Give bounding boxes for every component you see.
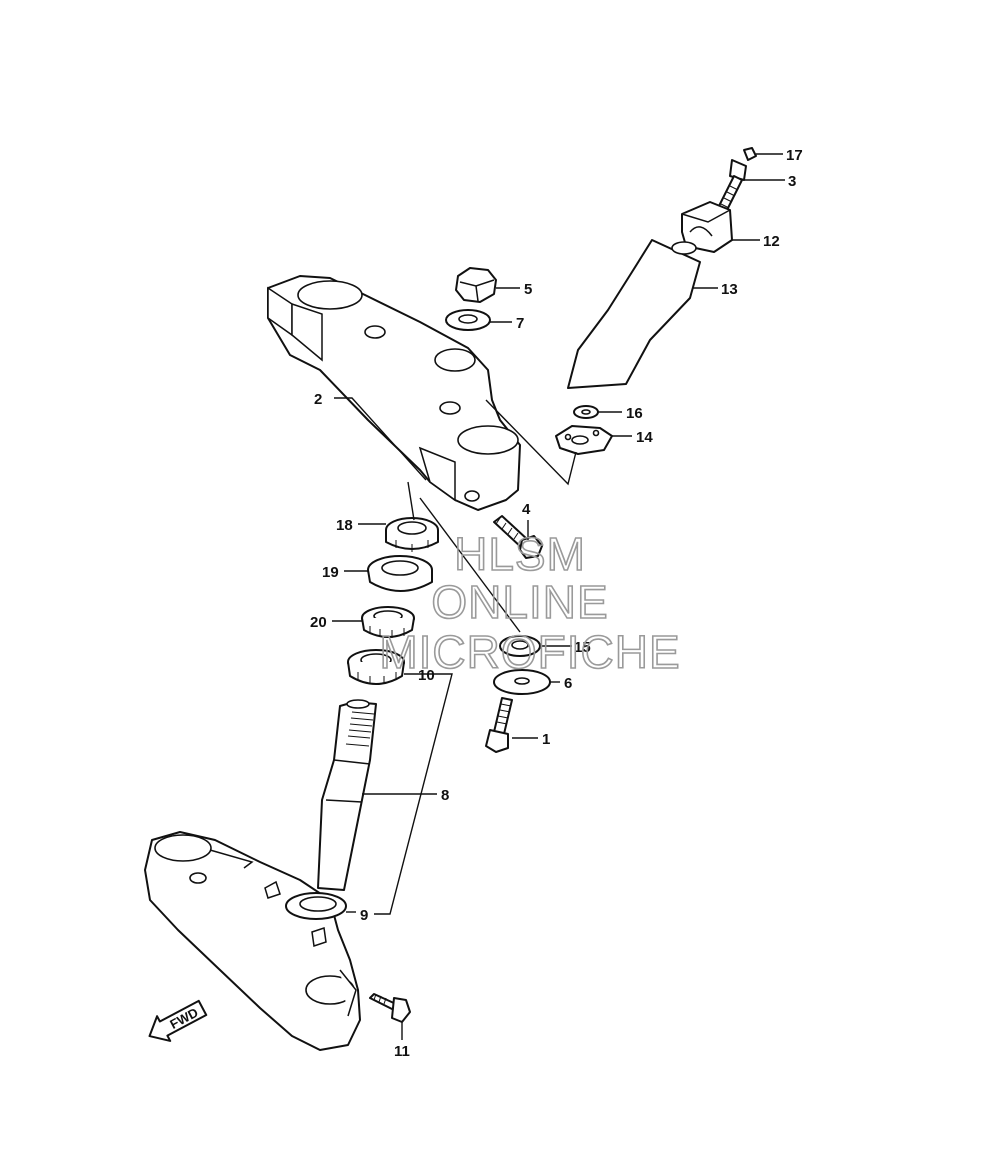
part-label-9: 9: [360, 907, 368, 924]
watermark-line-1: HLSM: [454, 528, 586, 580]
part-label-10: 10: [418, 667, 435, 684]
part-label-20: 20: [310, 614, 327, 631]
part-label-6: 6: [564, 675, 572, 692]
part-label-13: 13: [721, 281, 738, 298]
part-label-17: 17: [786, 147, 803, 164]
washer-7-drawing: [445, 309, 491, 331]
part-label-14: 14: [636, 429, 653, 446]
part-label-16: 16: [626, 405, 643, 422]
bearing-20-drawing: [361, 606, 415, 638]
handlebar-holder-drawing: [681, 201, 733, 253]
part-label-8: 8: [441, 787, 449, 804]
leader-lines: [332, 153, 785, 1040]
part-label-1: 1: [542, 731, 550, 748]
fwd-arrow-icon: FWD: [148, 999, 208, 1042]
washer-16-drawing: [573, 405, 599, 419]
part-label-18: 18: [336, 517, 353, 534]
part-label-11: 11: [394, 1043, 410, 1060]
part-label-4: 4: [522, 501, 531, 518]
part-label-19: 19: [322, 564, 339, 581]
dust-seal-9-drawing: [285, 892, 347, 920]
handlebar-drawing: [567, 239, 701, 389]
part-number-labels: 17 3 12 13 5 7 2 16 14 4 18 19 20 10 15 …: [310, 147, 803, 1060]
part-label-7: 7: [516, 315, 524, 332]
plate-14-drawing: [555, 425, 613, 455]
upper-bracket-drawing: [267, 275, 521, 511]
watermark-line-3: MICROFICHE: [379, 626, 680, 678]
part-label-5: 5: [524, 281, 532, 298]
bolt-11-drawing: [369, 993, 411, 1023]
part-label-12: 12: [763, 233, 780, 250]
dust-seal-19-drawing: [367, 555, 433, 592]
clip-17-drawing: [743, 147, 757, 161]
part-label-3: 3: [788, 173, 796, 190]
part-label-2: 2: [314, 391, 322, 408]
steering-stem-drawing: [317, 699, 377, 891]
part-label-15: 15: [574, 639, 591, 656]
lower-bracket-drawing: [144, 831, 361, 1051]
watermark: HLSM ONLINE MICROFICHE: [379, 527, 681, 679]
cap-nut-drawing: [455, 267, 497, 303]
watermark-line-2: ONLINE: [431, 576, 608, 628]
stem-nut-18-drawing: [385, 517, 439, 552]
washer-15-drawing: [499, 635, 541, 657]
bolt-1-drawing: [485, 697, 513, 753]
bearing-10-drawing: [347, 649, 405, 685]
